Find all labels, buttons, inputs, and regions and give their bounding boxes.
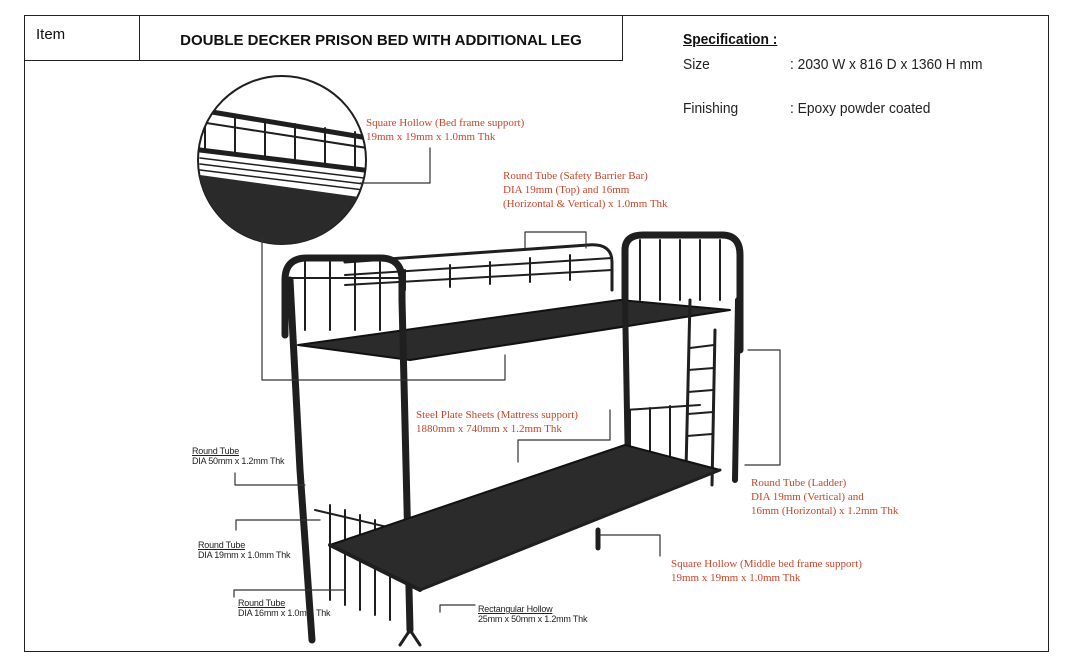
callout-square-hollow-frame: Square Hollow (Bed frame support) 19mm x… [366,116,524,144]
callout-line: DIA 19mm (Vertical) and [751,491,864,503]
item-label: Item [36,26,66,43]
leader-lines [233,147,781,613]
callout-line: DIA 50mm x 1.2mm Thk [192,456,285,466]
callout-round-tube-ladder: Round Tube (Ladder) DIA 19mm (Vertical) … [751,476,898,518]
callout-line: 19mm x 19mm x 1.0mm Thk [366,131,496,143]
callout-line: Round Tube [198,540,246,550]
callout-line: DIA 19mm x 1.0mm Thk [198,550,291,560]
callout-line: Round Tube [238,598,286,608]
callout-line: DIA 16mm x 1.0mm Thk [238,608,331,618]
callout-round-tube-barrier: Round Tube (Safety Barrier Bar) DIA 19mm… [503,169,668,211]
callout-steel-plate: Steel Plate Sheets (Mattress support) 18… [416,408,578,436]
callout-line: Round Tube [192,446,240,456]
detail-zoom-circle [197,75,367,245]
callout-line: Rectangular Hollow [478,604,553,614]
product-title: DOUBLE DECKER PRISON BED WITH ADDITIONAL… [180,32,582,49]
lower-deck [314,404,722,621]
callout-line: Square Hollow (Middle bed frame support) [671,558,862,570]
callout-line: DIA 19mm (Top) and 16mm [503,184,630,196]
specification-heading: Specification : [683,31,778,48]
title-cell [139,15,623,61]
callout-round-tube-19: Round Tube DIA 19mm x 1.0mm Thk [198,540,291,560]
size-value: : 2030 W x 816 D x 1360 H mm [790,56,983,73]
callout-round-tube-16: Round Tube DIA 16mm x 1.0mm Thk [238,598,331,618]
callout-line: 1880mm x 740mm x 1.2mm Thk [416,423,562,435]
callout-line: Square Hollow (Bed frame support) [366,117,525,129]
finishing-value: : Epoxy powder coated [790,100,931,117]
callout-rect-hollow: Rectangular Hollow 25mm x 50mm x 1.2mm T… [478,604,587,624]
size-label: Size [683,56,710,73]
callout-line: Round Tube (Safety Barrier Bar) [503,170,648,182]
callout-line: 25mm x 50mm x 1.2mm Thk [478,614,588,624]
callout-round-tube-50: Round Tube DIA 50mm x 1.2mm Thk [192,446,285,466]
callout-line: Steel Plate Sheets (Mattress support) [416,409,578,421]
finishing-label: Finishing [683,100,739,117]
callout-square-hollow-middle: Square Hollow (Middle bed frame support)… [671,557,862,585]
upper-deck [281,231,744,361]
callout-line: 16mm (Horizontal) x 1.2mm Thk [751,505,899,517]
callout-line: 19mm x 19mm x 1.0mm Thk [671,572,801,584]
callout-line: (Horizontal & Vertical) x 1.0mm Thk [503,198,668,210]
callout-line: Round Tube (Ladder) [751,477,847,489]
